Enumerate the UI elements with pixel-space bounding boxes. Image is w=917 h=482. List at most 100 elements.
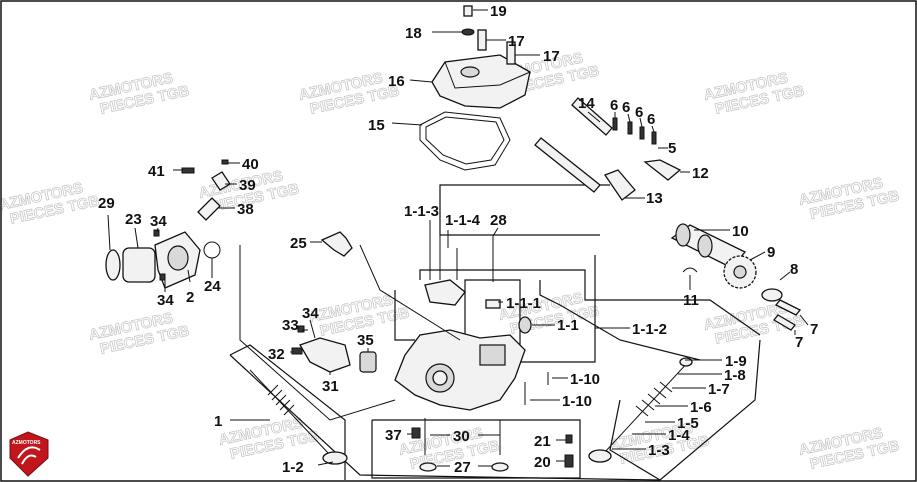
callout-1-6: 1-6	[690, 399, 712, 416]
callout-1-1-3: 1-1-3	[404, 203, 439, 220]
callout-1-1-2: 1-1-2	[632, 321, 667, 338]
valve-cap-1-9	[679, 357, 693, 367]
callout-27: 27	[454, 459, 471, 476]
leader-34c	[309, 319, 316, 339]
callout-labels: 19 18 17 17 16 15 14 6 6 6 6 5 12 13 41 …	[98, 3, 818, 476]
callout-8: 8	[790, 261, 798, 278]
leader-34a	[156, 227, 159, 233]
callout-1-1-1: 1-1-1	[506, 295, 541, 312]
bolt-20	[564, 454, 574, 468]
callout-2: 2	[186, 289, 194, 306]
callout-1-9: 1-9	[725, 353, 747, 370]
callout-38: 38	[237, 201, 254, 218]
callout-25: 25	[290, 235, 307, 252]
callout-11: 11	[683, 292, 699, 309]
clip-11	[682, 267, 698, 273]
frame-right	[539, 280, 701, 361]
screw-6a	[612, 117, 618, 131]
frame-camshaft	[419, 269, 761, 336]
callout-1-10b: 1-10	[562, 393, 592, 410]
sensor-38	[197, 197, 221, 221]
valve-head-right	[588, 449, 612, 463]
intake-port-inner	[432, 370, 448, 386]
screw-40	[221, 159, 229, 165]
water-joint-31	[299, 337, 351, 373]
valve-stem-left	[249, 369, 331, 456]
connector-41	[181, 167, 195, 174]
callout-1-1: 1-1	[557, 317, 579, 334]
callout-1-3: 1-3	[648, 442, 670, 459]
head-cover-edge	[444, 61, 531, 89]
valve-head-left	[322, 451, 348, 465]
head-boss	[479, 344, 506, 366]
callout-41: 41	[148, 163, 165, 180]
callout-6a: 6	[610, 97, 618, 114]
callout-20: 20	[534, 454, 551, 471]
logo-text: AZMOTORS	[12, 440, 41, 446]
callout-30: 30	[453, 428, 470, 445]
callout-1: 1	[214, 413, 222, 430]
plug-21	[565, 434, 573, 444]
leader-29	[107, 214, 111, 251]
callout-28: 28	[490, 212, 507, 229]
group-frames	[229, 184, 761, 481]
bolt-17b	[506, 41, 516, 65]
bolt-37	[411, 427, 421, 439]
callout-1-10a: 1-10	[570, 371, 600, 388]
bolt-33	[297, 325, 305, 333]
callout-6c: 6	[635, 104, 643, 121]
valve-spring-left	[267, 384, 295, 416]
callout-9: 9	[767, 244, 775, 261]
valve-stem-right	[604, 359, 691, 453]
rocker-support	[424, 279, 466, 306]
leader-7a	[799, 314, 809, 326]
callout-29: 29	[98, 195, 115, 212]
callout-35: 35	[357, 332, 374, 349]
callout-19: 19	[490, 3, 507, 20]
screw-6c	[639, 126, 645, 140]
bolt-7a	[774, 299, 802, 316]
hose-23	[122, 247, 156, 283]
rocker-shaft-b	[534, 137, 601, 193]
callout-16: 16	[388, 73, 405, 90]
cam-lobe-2	[697, 234, 713, 258]
callout-14: 14	[578, 95, 595, 112]
leader-23	[134, 227, 139, 249]
leader-6d	[651, 125, 655, 133]
callout-13: 13	[646, 190, 663, 207]
callout-17b: 17	[543, 48, 560, 65]
valve-spring-right	[635, 381, 673, 417]
thermostat-opening	[167, 245, 189, 271]
dowel-1-1-1	[485, 299, 501, 309]
callout-32: 32	[268, 346, 285, 363]
spark-plug-25	[320, 231, 353, 257]
leader-lines	[107, 9, 809, 467]
bolt-7b	[773, 314, 796, 331]
leader-16	[409, 79, 433, 83]
washer-27a	[419, 462, 437, 472]
callout-39: 39	[239, 177, 256, 194]
callout-18: 18	[405, 25, 422, 42]
leader-6c	[639, 117, 643, 128]
callout-34c: 34	[302, 305, 319, 322]
hose-clamp-29	[105, 249, 121, 281]
cylinder-head	[394, 329, 526, 411]
callout-37: 37	[385, 427, 402, 444]
cam-lobe	[675, 223, 691, 247]
callout-1-7: 1-7	[708, 381, 730, 398]
azmotors-logo: AZMOTORS	[9, 431, 49, 477]
o-ring-24	[203, 241, 221, 259]
frame-rocker-arm	[439, 184, 610, 236]
sprocket-hub	[733, 265, 747, 279]
callout-40: 40	[242, 156, 259, 173]
callout-1-2: 1-2	[282, 459, 304, 476]
washer-27b	[491, 462, 509, 472]
callout-34b: 34	[157, 292, 174, 309]
gasket-15	[419, 111, 511, 171]
frame-left-block	[394, 290, 415, 341]
callout-33: 33	[282, 317, 299, 334]
washer-18	[461, 28, 475, 36]
callout-21: 21	[534, 433, 551, 450]
callout-23: 23	[125, 211, 142, 228]
callout-12: 12	[692, 165, 709, 182]
